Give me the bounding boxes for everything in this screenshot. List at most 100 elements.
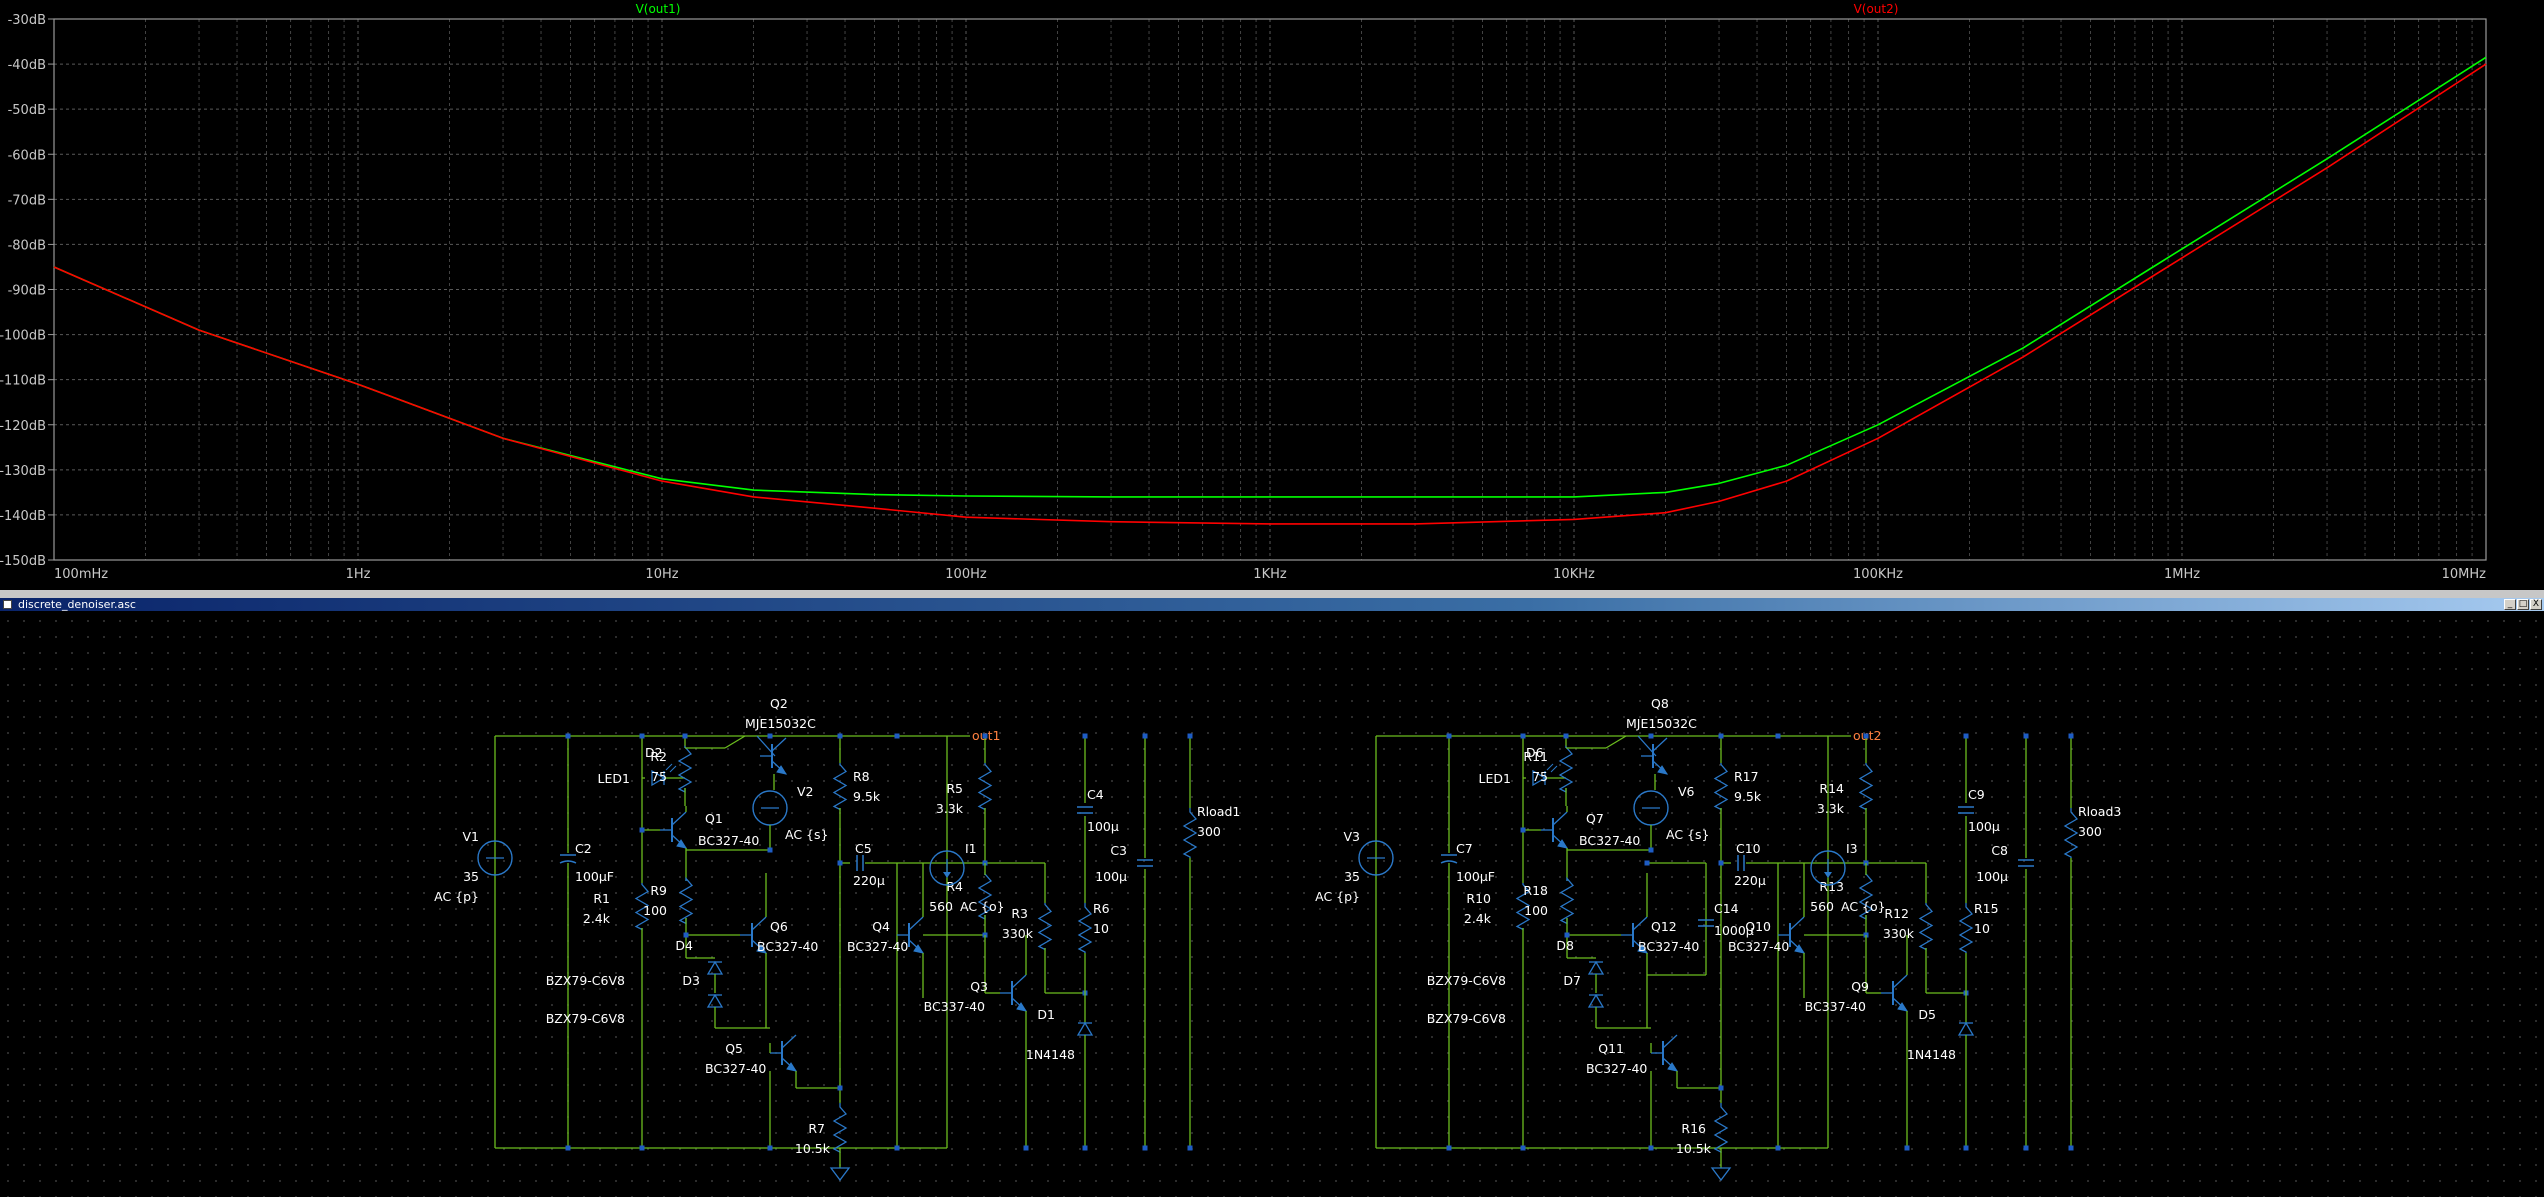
junction-node: [1564, 932, 1570, 938]
transistor-collector: [1552, 811, 1568, 826]
ground-symbol: [829, 1167, 851, 1182]
voltage-source: [1358, 840, 1394, 876]
component-label: 35: [463, 869, 479, 884]
minimize-button[interactable]: _: [2504, 599, 2516, 610]
resistor: [977, 872, 993, 921]
component-label: V1: [462, 829, 479, 844]
component-label: D7: [1563, 973, 1581, 988]
junction-node: [1644, 860, 1650, 866]
component-label: R4: [946, 879, 963, 894]
component-label: C7: [1456, 841, 1473, 856]
transistor-arrow: [1657, 765, 1669, 775]
component-label: C2: [575, 841, 592, 856]
component-label: LED1: [598, 771, 630, 786]
y-tick-label: -130dB: [0, 464, 46, 479]
resistor: [1077, 903, 1093, 953]
component-label: R1: [593, 891, 610, 906]
diode: [1957, 1021, 1975, 1036]
component-label: R13: [1819, 879, 1844, 894]
y-tick-label: -90dB: [8, 284, 46, 299]
component-label: C3: [1110, 843, 1127, 858]
component-label: 10: [1093, 921, 1109, 936]
component-label: 9.5k: [853, 789, 881, 804]
junction-node: [1775, 1145, 1781, 1151]
component-label: 10: [1974, 921, 1990, 936]
component-label: BC327-40: [1638, 939, 1699, 954]
voltage-source: [477, 840, 513, 876]
trace-name-label: V(out1): [636, 2, 681, 16]
component-label: 330k: [1002, 926, 1034, 941]
junction-node: [1563, 733, 1569, 739]
component-label: R14: [1819, 781, 1844, 796]
transistor-collector: [1652, 737, 1668, 752]
y-tick-label: -120dB: [0, 419, 46, 434]
junction-node: [1142, 1145, 1148, 1151]
resistor: [1515, 883, 1531, 931]
component-label: Q7: [1586, 811, 1604, 826]
component-label: AC {p}: [434, 889, 479, 904]
resistor: [1558, 745, 1574, 794]
y-tick-label: -50dB: [8, 103, 46, 118]
schematic-titlebar[interactable]: discrete_denoiser.asc _ □ X: [0, 598, 2544, 611]
junction-node: [1082, 733, 1088, 739]
junction-node: [767, 847, 773, 853]
junction-node: [2068, 733, 2074, 739]
junction-node: [2023, 733, 2029, 739]
transistor-arrow: [776, 765, 788, 775]
component-label: Q4: [872, 919, 890, 934]
junction-node: [1863, 733, 1869, 739]
current-source: [1810, 850, 1846, 886]
transistor-collector: [1662, 1034, 1678, 1049]
close-button[interactable]: X: [2530, 599, 2542, 610]
y-tick-label: -150dB: [0, 554, 46, 569]
component-label: AC {o}: [960, 899, 1005, 914]
document-icon: [3, 600, 12, 609]
source-arrow: [943, 872, 951, 878]
junction-node: [894, 1145, 900, 1151]
schematic-window[interactable]: discrete_denoiser.asc _ □ X out1V135AC {…: [0, 598, 2544, 1197]
transistor-arrow: [676, 839, 688, 849]
component-label: R15: [1974, 901, 1999, 916]
junction-node: [1520, 827, 1526, 833]
maximize-button[interactable]: □: [2517, 599, 2529, 610]
pane-splitter[interactable]: [0, 590, 2544, 598]
x-tick-label: 100mHz: [54, 567, 108, 582]
component-label: D5: [1918, 1007, 1936, 1022]
component-label: 300: [1197, 824, 1221, 839]
component-label: V3: [1343, 829, 1360, 844]
y-tick-label: -30dB: [8, 13, 46, 28]
component-label: BC337-40: [924, 999, 985, 1014]
transistor-collector: [1632, 916, 1648, 931]
resistor: [832, 1103, 848, 1153]
junction-node: [639, 827, 645, 833]
junction-node: [1718, 860, 1724, 866]
led-rays: [1546, 763, 1558, 773]
junction-node: [1775, 733, 1781, 739]
led-rays: [665, 763, 677, 773]
y-tick-label: -140dB: [0, 509, 46, 524]
component-label: AC {o}: [1841, 899, 1886, 914]
resistor: [977, 763, 993, 811]
junction-node: [639, 733, 645, 739]
schematic-drawing[interactable]: out1V135AC {p}C2100µFR12.4kD2LED1R275Q1B…: [0, 613, 2544, 1197]
component-label: R7: [808, 1121, 825, 1136]
resistor: [1858, 763, 1874, 811]
component-label: Q3: [970, 979, 988, 994]
transistor-collector: [751, 916, 767, 931]
junction-node: [1904, 1145, 1910, 1151]
component-label: Q8: [1651, 696, 1669, 711]
junction-node: [1082, 1145, 1088, 1151]
component-label: LED1: [1479, 771, 1511, 786]
resistor: [1858, 872, 1874, 921]
component-label: AC {s}: [1666, 827, 1709, 842]
diode: [1587, 960, 1605, 975]
component-label: BC327-40: [847, 939, 908, 954]
component-label: BC327-40: [1586, 1061, 1647, 1076]
component-label: AC {p}: [1315, 889, 1360, 904]
transistor-arrow: [913, 944, 925, 954]
junction-node: [1648, 733, 1654, 739]
junction-node: [1023, 1145, 1029, 1151]
schematic-canvas[interactable]: out1V135AC {p}C2100µFR12.4kD2LED1R275Q1B…: [0, 613, 2544, 1197]
